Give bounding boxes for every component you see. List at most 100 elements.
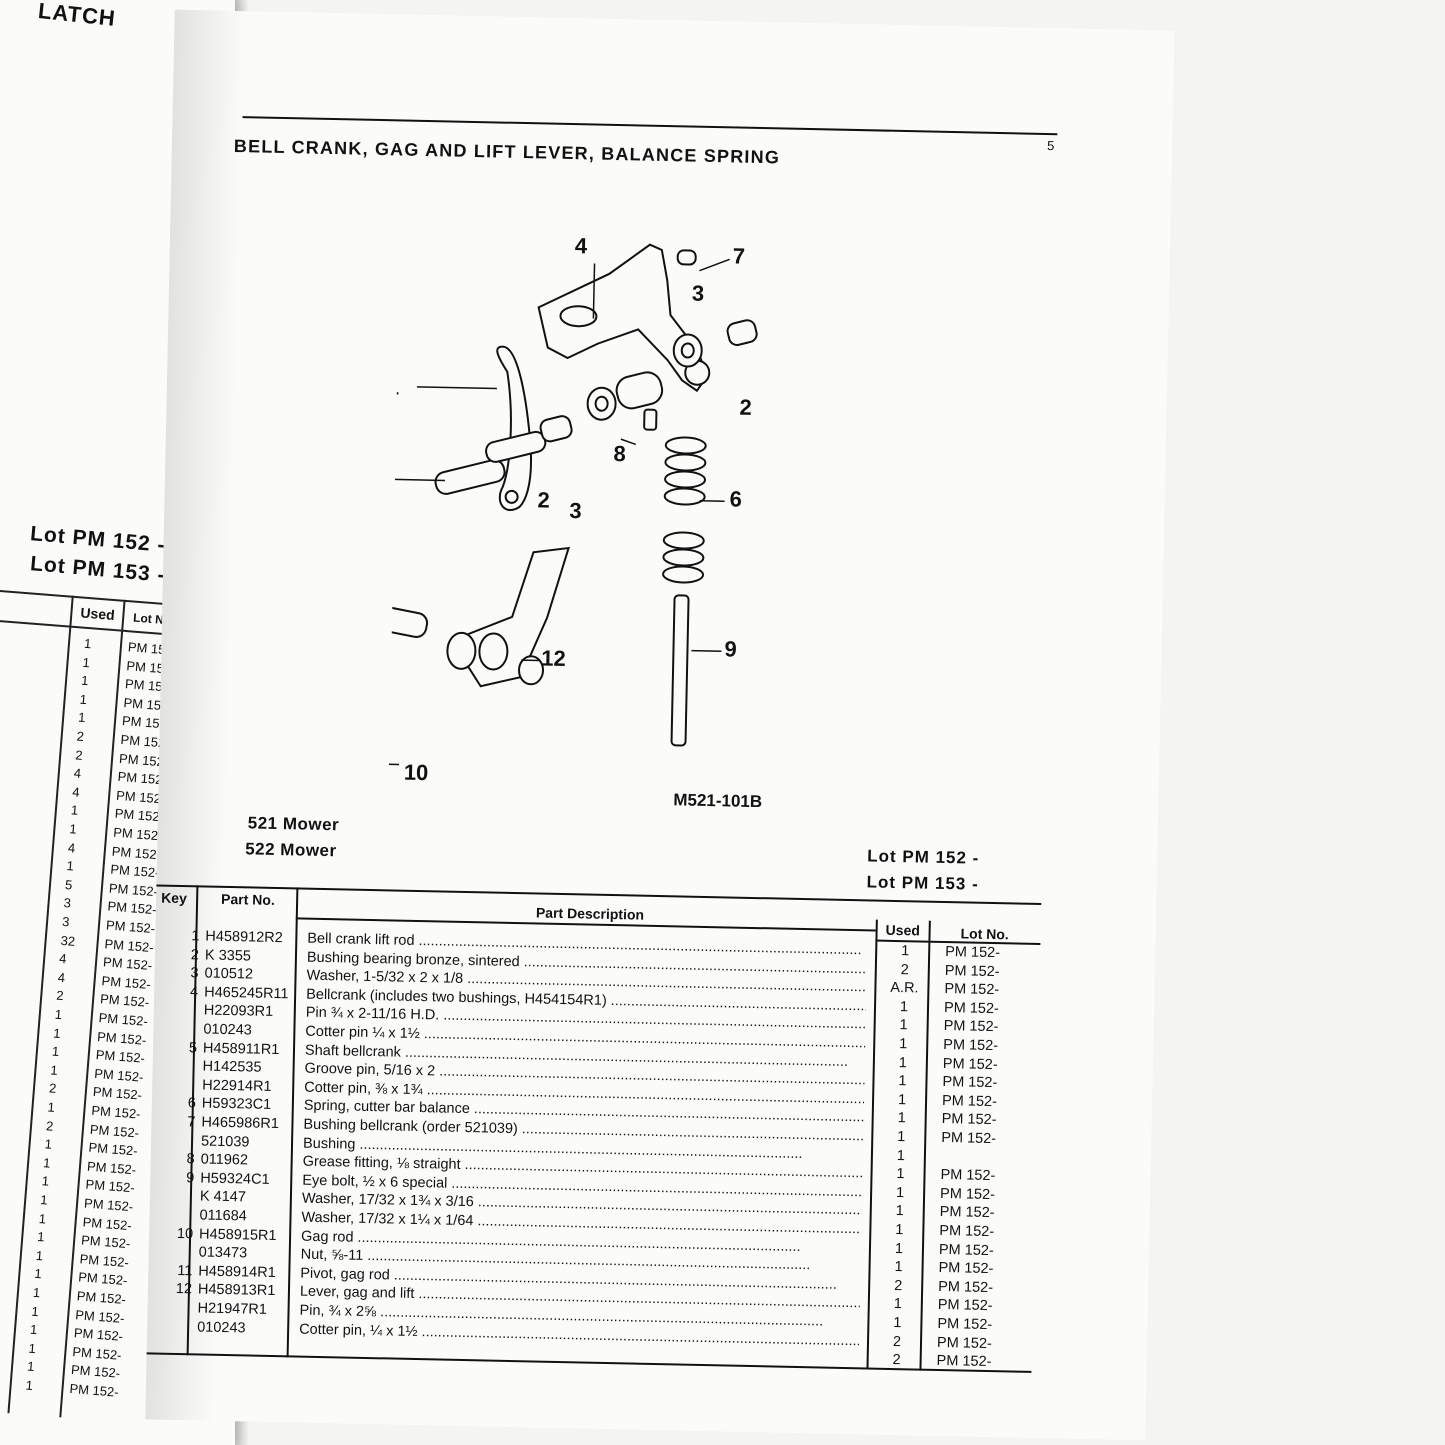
left-cell-used: 4 <box>58 950 68 967</box>
balance-spring-part <box>662 436 707 584</box>
cell-key: 4 <box>189 984 199 1001</box>
cell-lot-no: PM 152- <box>943 1018 999 1036</box>
left-cell-used: 1 <box>32 1284 41 1301</box>
cell-used: 2 <box>892 1333 902 1350</box>
cell-lot-no: PM 152- <box>938 1260 994 1278</box>
cell-key: 5 <box>188 1039 198 1056</box>
left-cell-used: 2 <box>76 728 85 745</box>
left-cell-used: 1 <box>70 802 79 819</box>
cell-part-no: K 3355 <box>204 947 252 965</box>
cell-part-no: H465986R1 <box>201 1114 280 1133</box>
left-col-used-header: Used <box>79 604 116 624</box>
left-cell-used: 1 <box>28 1340 37 1356</box>
left-cell-used: 5 <box>64 876 73 893</box>
cell-part-no: H458912R2 <box>205 928 283 947</box>
col-header-part-no: Part No. <box>220 890 276 908</box>
left-cell-used: 1 <box>30 1303 40 1319</box>
figure-code: M521-101B <box>673 790 763 812</box>
left-page-header: LATCH <box>36 0 118 32</box>
cell-key: 6 <box>187 1095 197 1112</box>
model-522: 522 Mower <box>245 839 337 861</box>
left-cell-used: 1 <box>83 635 92 652</box>
cell-part-no: K 4147 <box>199 1188 247 1206</box>
cell-part-no: 010243 <box>203 1021 252 1039</box>
left-cell-used: 4 <box>67 839 76 856</box>
model-521: 521 Mower <box>247 813 340 835</box>
left-cell-used: 1 <box>38 1210 47 1227</box>
left-cell-used: 2 <box>74 747 84 763</box>
cell-used: 1 <box>893 1296 903 1313</box>
cell-part-no: H458913R1 <box>197 1281 276 1300</box>
cell-part-no: 011962 <box>200 1151 249 1169</box>
callout-2-left: 2 <box>537 487 550 512</box>
cell-part-no: H21947R1 <box>197 1300 268 1318</box>
left-cell-used: 1 <box>79 691 88 707</box>
eye-bolt-part <box>670 594 690 747</box>
cell-part-no: H458915R1 <box>198 1226 277 1244</box>
callout-9: 9 <box>724 636 737 661</box>
left-cell-used: 1 <box>25 1377 34 1394</box>
cell-lot-no: PM 152- <box>944 981 1000 999</box>
exploded-parts-diagram: 1 2 2 3 3 4 5 6 7 8 9 10 11 12 <box>386 233 758 785</box>
cell-lot-no: PM 152- <box>942 1055 998 1073</box>
left-cell-used: 4 <box>71 784 81 800</box>
cell-part-no: H465245R11 <box>204 984 289 1003</box>
shaft-part <box>434 459 506 495</box>
left-cell-used: 1 <box>49 1062 59 1078</box>
cell-lot-no: PM 152- <box>943 1037 999 1055</box>
left-cell-used: 32 <box>60 932 76 949</box>
cell-used: 2 <box>892 1352 901 1369</box>
cell-part-no: 010512 <box>204 965 254 983</box>
cell-lot-no: PM 152- <box>938 1278 994 1296</box>
cell-used: 1 <box>899 1017 908 1034</box>
cell-used: 2 <box>900 961 910 978</box>
cell-used: 1 <box>897 1110 906 1127</box>
left-cell-used: 2 <box>45 1117 54 1134</box>
callout-4: 4 <box>575 233 589 258</box>
cell-lot-no: PM 152- <box>936 1334 992 1352</box>
parts-table: Key Part No. Part Description Used Lot N… <box>146 864 1042 1373</box>
left-cell-used: 1 <box>47 1099 56 1115</box>
cell-used: 1 <box>893 1315 902 1332</box>
left-cell-used: 1 <box>36 1229 46 1245</box>
cell-used: 1 <box>900 943 910 960</box>
cell-key: 3 <box>190 965 199 982</box>
cell-part-no: H458914R1 <box>198 1263 276 1281</box>
cell-lot-no: PM 152- <box>939 1204 995 1222</box>
left-cell-used: 4 <box>57 969 66 986</box>
cell-key: 10 <box>176 1225 194 1242</box>
callout-3-left: 3 <box>569 498 582 523</box>
page-title: BELL CRANK, GAG AND LIFT LEVER, BALANCE … <box>233 135 781 168</box>
left-cell-used: 1 <box>33 1266 43 1282</box>
cell-lot-no: PM 152- <box>937 1297 993 1315</box>
cell-key: 1 <box>191 928 200 945</box>
left-cell-used: 1 <box>82 654 91 670</box>
col-header-used: Used <box>885 921 921 939</box>
header-rule <box>242 116 1058 136</box>
cell-lot-no: PM 152- <box>941 1111 997 1129</box>
cell-part-no: H142535 <box>202 1058 262 1076</box>
left-cell-used: 2 <box>55 988 65 1004</box>
cell-lot-no: PM 152- <box>939 1185 996 1203</box>
cell-used: 1 <box>895 1222 904 1239</box>
cell-used: 1 <box>898 1054 908 1071</box>
cell-used: 1 <box>895 1203 904 1220</box>
left-cell-used: 1 <box>44 1136 53 1152</box>
cell-used: 1 <box>896 1147 906 1164</box>
cell-part-no: 013473 <box>198 1244 248 1262</box>
cell-used: 1 <box>897 1091 907 1109</box>
left-cell-used: 1 <box>39 1192 49 1208</box>
left-cell-used: 1 <box>35 1247 44 1264</box>
cell-part-no: 010243 <box>197 1319 246 1337</box>
cell-lot-no: PM 152- <box>945 944 1001 962</box>
cell-lot-no: PM 152- <box>943 999 1000 1017</box>
left-cell-used: 1 <box>77 709 87 726</box>
cell-part-no: H59323C1 <box>201 1095 272 1114</box>
cell-lot-no: PM 152- <box>942 1074 998 1092</box>
cell-used: 2 <box>893 1277 903 1294</box>
callout-3-right: 3 <box>692 281 705 306</box>
cell-used: 1 <box>894 1240 904 1257</box>
cell-used: A.R. <box>890 980 919 997</box>
lot-line-1: Lot PM 152 - <box>867 846 980 868</box>
cell-used: 1 <box>899 1036 908 1053</box>
